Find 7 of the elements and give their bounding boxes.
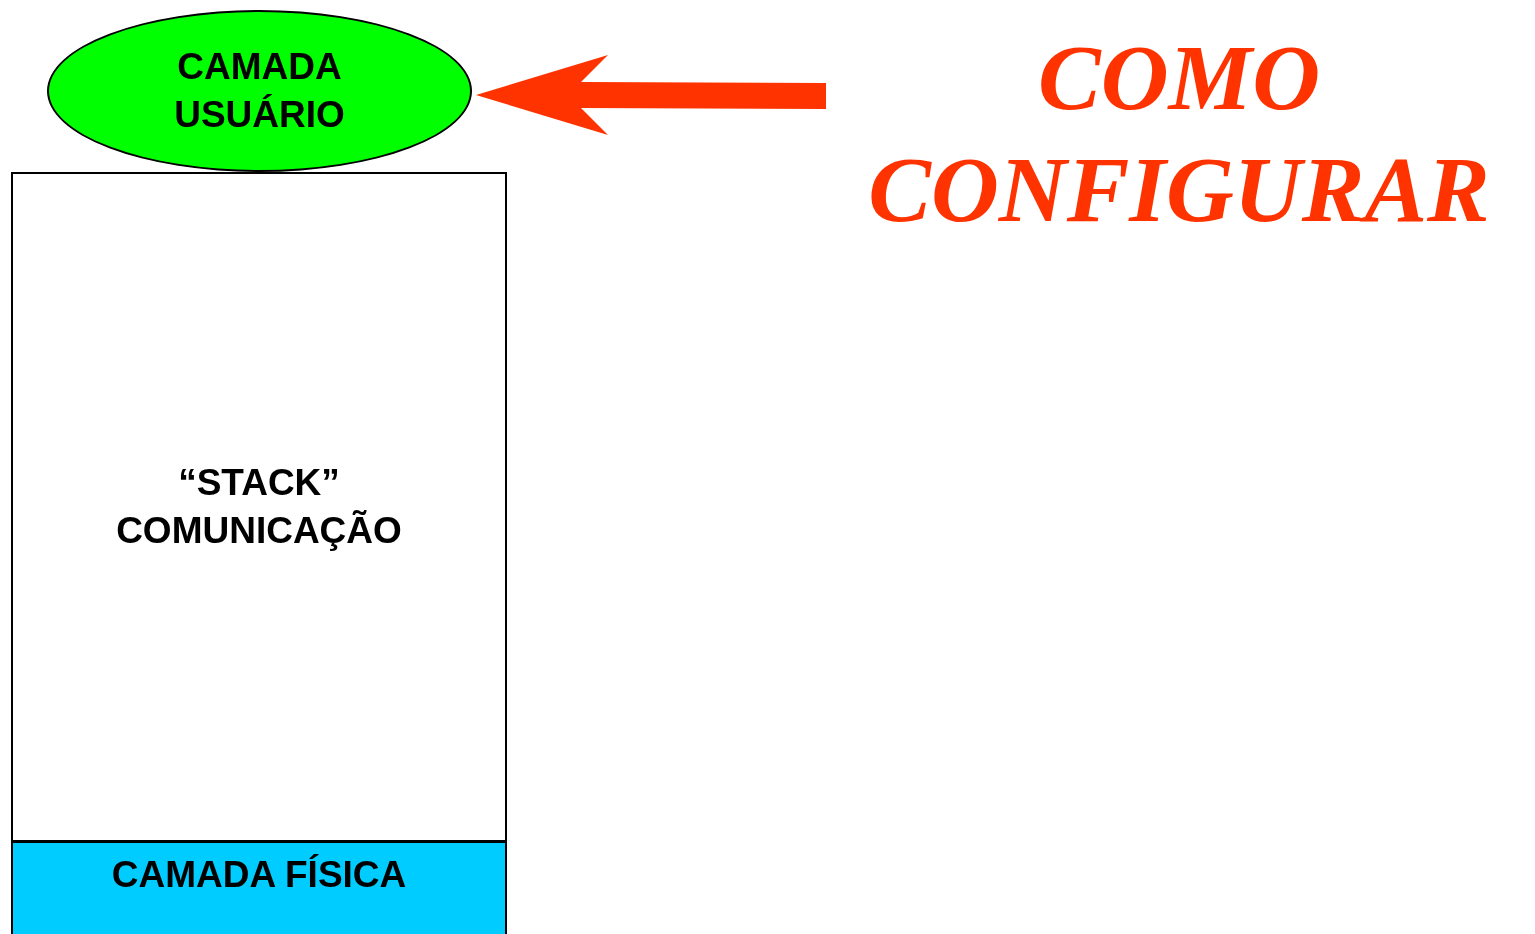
layer-label: “STACK” COMUNICAÇÃO [115,461,403,553]
stack-box [11,172,507,842]
heading-text: COMO CONFIGURAR [867,23,1491,243]
layer-box [11,841,507,934]
layer-label: CAMADA FÍSICA [110,853,408,897]
arrow [476,55,826,135]
layer-label: CAMADA USUÁRIO [173,45,346,137]
